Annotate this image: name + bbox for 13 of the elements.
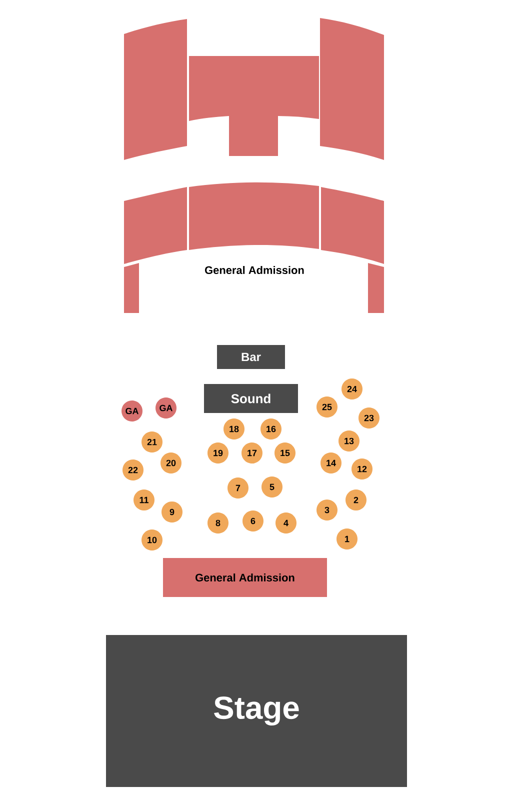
seating-section bbox=[368, 263, 384, 313]
stage: Stage bbox=[106, 635, 407, 787]
seating-section bbox=[189, 56, 319, 156]
seating-section bbox=[189, 182, 319, 250]
area-label: General Admission bbox=[205, 266, 304, 274]
seating-section bbox=[320, 18, 384, 160]
seating-section bbox=[124, 263, 139, 313]
seating-section bbox=[124, 187, 187, 264]
seating-section bbox=[124, 19, 187, 160]
seating-section bbox=[321, 187, 384, 264]
bar-counter: Bar bbox=[217, 345, 285, 369]
sound-booth: Sound bbox=[204, 384, 298, 413]
general-admission-area: General Admission bbox=[163, 558, 327, 597]
